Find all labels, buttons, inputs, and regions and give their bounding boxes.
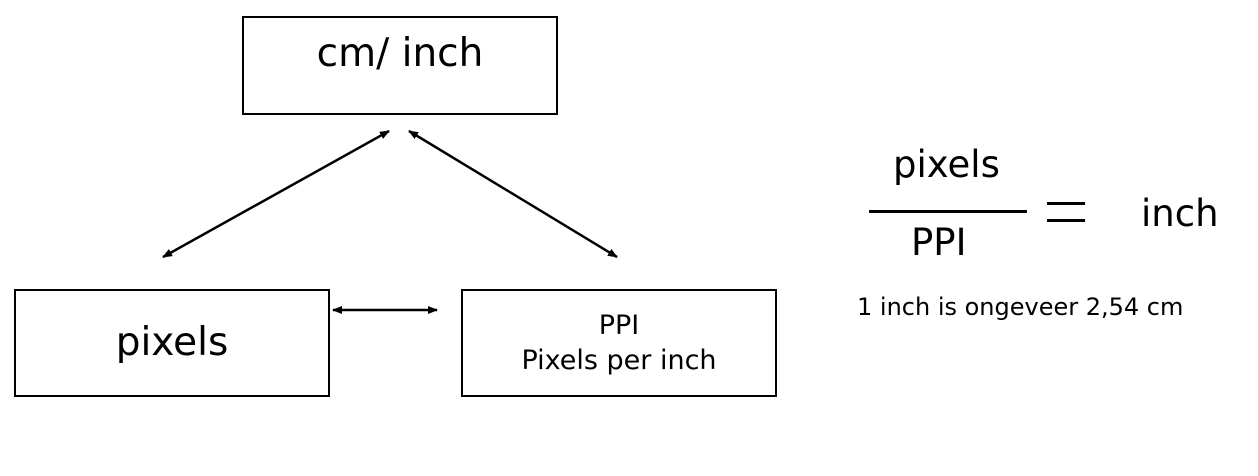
formula-numerator: pixels [893, 143, 1000, 186]
ppi-box-title: PPI [598, 309, 640, 341]
fraction-bar [869, 210, 1027, 213]
pixels-box: pixels [14, 289, 330, 397]
arrow-units-pixels [162, 129, 390, 259]
arrow-units-ppi [408, 129, 618, 259]
units-box: cm/ inch [242, 16, 558, 115]
formula-denominator: PPI [911, 221, 967, 264]
equals-sign-top [1047, 202, 1085, 205]
ppi-box: PPI Pixels per inch [461, 289, 777, 397]
conversion-note: 1 inch is ongeveer 2,54 cm [857, 293, 1184, 321]
units-box-label: cm/ inch [316, 31, 484, 76]
equals-sign-bottom [1047, 219, 1085, 222]
pixels-box-label: pixels [115, 319, 229, 365]
formula-result: inch [1141, 192, 1219, 235]
ppi-box-subtitle: Pixels per inch [521, 345, 717, 376]
